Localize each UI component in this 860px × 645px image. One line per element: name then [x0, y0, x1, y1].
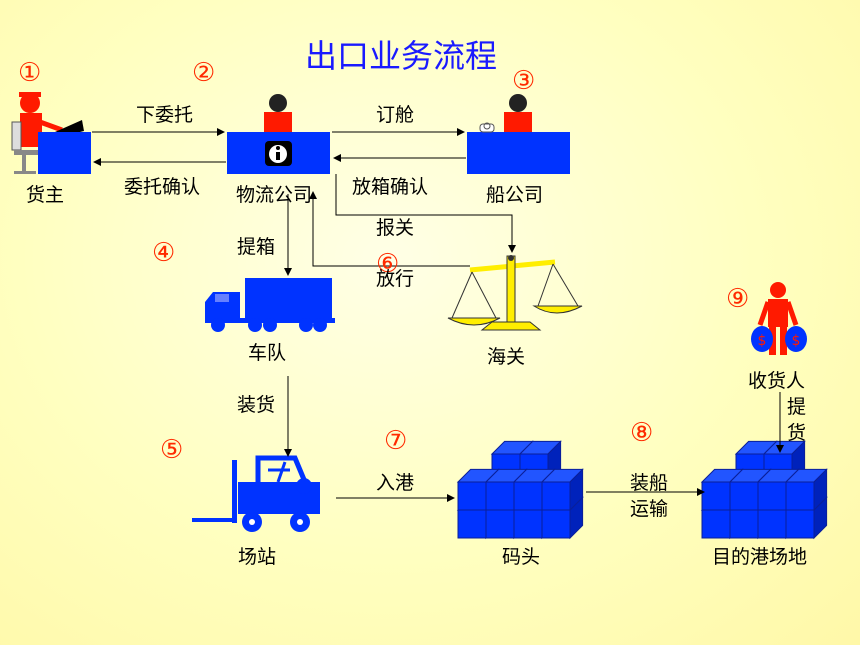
flow-entrust-confirm: 委托确认 — [124, 176, 201, 198]
flow-release-confirm: 放箱确认 — [352, 176, 429, 198]
step-number-2: ② — [192, 58, 216, 88]
node-yard: 场站 — [238, 546, 277, 568]
node-wharf: 码头 — [502, 546, 541, 568]
page-title: 出口业务流程 — [305, 37, 498, 75]
shipper-icon — [11, 92, 91, 174]
node-shipper: 货主 — [26, 184, 65, 206]
node-consignee: 收货人 — [748, 370, 806, 392]
customs-scale-icon — [447, 255, 583, 331]
step-number-4: ④ — [152, 238, 176, 268]
flow-loading: 装货 — [237, 394, 276, 416]
flow-arrows — [92, 128, 784, 502]
step-number-9: ⑨ — [726, 284, 750, 314]
node-fleet: 车队 — [248, 342, 287, 364]
consignee-icon: $ $ — [751, 282, 807, 355]
flow-clearance: 放行 — [376, 268, 415, 290]
step-number-7: ⑦ — [384, 426, 408, 456]
flow-shipping-2: 运输 — [630, 498, 669, 520]
truck-icon — [205, 278, 335, 332]
step-number-1: ① — [18, 58, 42, 88]
flow-pickup-1: 提 — [787, 396, 807, 418]
node-logistics: 物流公司 — [236, 184, 313, 206]
flow-entrust: 下委托 — [136, 104, 194, 126]
step-number-5: ⑤ — [160, 435, 184, 465]
wharf-containers-icon — [456, 440, 584, 540]
step-number-8: ⑧ — [630, 418, 654, 448]
flow-declare: 报关 — [376, 217, 415, 239]
step-number-3: ③ — [512, 66, 536, 96]
logistics-icon — [227, 94, 330, 174]
flow-booking: 订舱 — [376, 104, 415, 126]
forklift-icon — [192, 455, 320, 532]
dollar-icon: $ — [792, 333, 801, 349]
flow-pick-container: 提箱 — [237, 236, 276, 258]
shipping-company-icon — [467, 94, 570, 174]
dollar-icon: $ — [758, 333, 767, 349]
destination-containers-icon — [700, 440, 828, 540]
node-shipping-company: 船公司 — [486, 184, 544, 206]
flow-pickup-2: 货 — [787, 422, 807, 444]
node-customs: 海关 — [487, 346, 526, 368]
flow-shipping-1: 装船 — [630, 472, 669, 494]
flow-enter-port: 入港 — [376, 472, 415, 494]
node-destination-yard: 目的港场地 — [712, 546, 808, 568]
step-number-6: ⑥ — [376, 249, 400, 279]
